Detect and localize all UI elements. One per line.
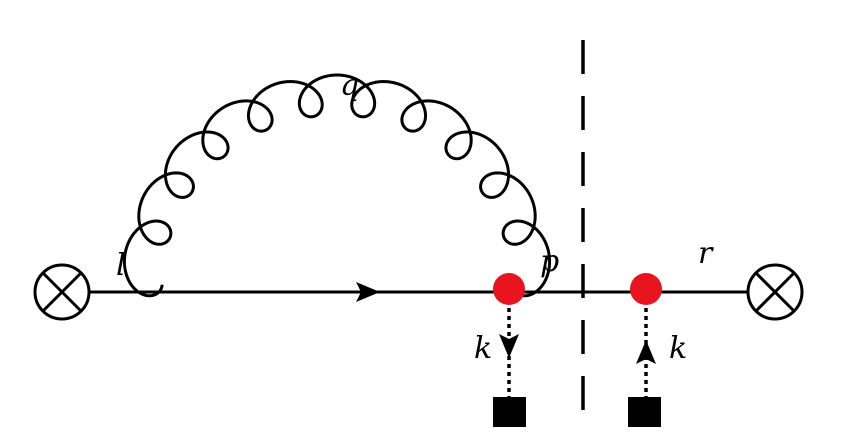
label-p: p (540, 244, 559, 279)
gluon-loop (122, 73, 552, 298)
vertex-dot-left (493, 273, 525, 305)
label-k-left: k (474, 331, 492, 366)
source-square-right-icon (628, 397, 661, 427)
label-k-right: k (669, 331, 687, 366)
vertex-dot-right (630, 273, 662, 305)
right-external-vertex-icon (746, 263, 804, 321)
fermion-arrow-icon (356, 282, 380, 302)
up-arrow-icon (636, 340, 656, 364)
label-r: r (698, 236, 714, 271)
label-l: l (116, 248, 126, 283)
left-external-vertex-icon (33, 263, 91, 321)
label-q: q (340, 68, 359, 103)
source-square-left-icon (493, 397, 526, 427)
down-arrow-icon (499, 334, 519, 358)
